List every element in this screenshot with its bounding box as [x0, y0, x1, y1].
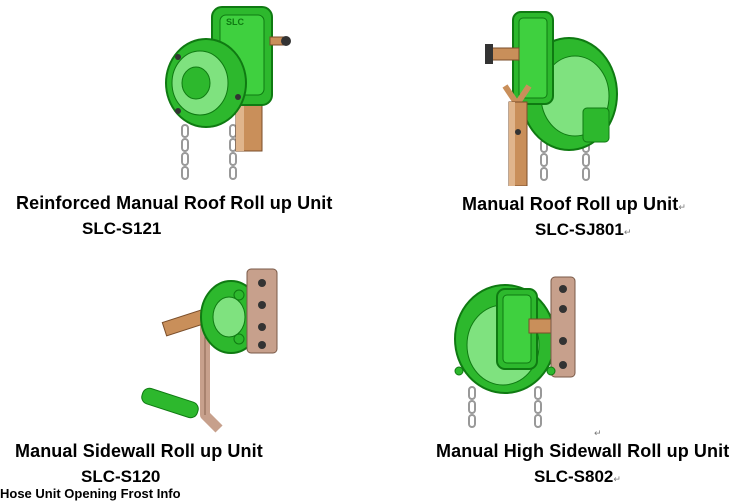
- svg-text:SLC: SLC: [226, 17, 245, 27]
- product-slc-sj801: Manual Roof Roll up Unit↵ SLC-SJ801↵: [375, 0, 750, 245]
- manual-roof-roll-up-illustration: [485, 11, 618, 186]
- stray-mark: ↵: [594, 428, 602, 438]
- product-code: SLC-S802↵: [534, 467, 621, 486]
- manual-high-sidewall-roll-up-illustration: [454, 276, 576, 428]
- reinforced-roof-roll-up-illustration: SLC: [165, 6, 291, 180]
- product-title: Manual High Sidewall Roll up Unit: [436, 441, 730, 461]
- cut-off-text: Hose Unit Opening Frost Info: [0, 486, 181, 501]
- product-title: Manual Roof Roll up Unit↵: [462, 194, 687, 214]
- product-code: SLC-SJ801↵: [535, 220, 632, 239]
- product-slc-s120: Manual Sidewall Roll up Unit SLC-S120: [0, 245, 375, 493]
- product-title: Reinforced Manual Roof Roll up Unit: [16, 193, 333, 213]
- product-code: SLC-S120: [81, 467, 161, 486]
- product-slc-s802: ↵ Manual High Sidewall Roll up Unit SLC-…: [375, 245, 750, 493]
- product-title: Manual Sidewall Roll up Unit: [15, 441, 263, 461]
- chain-icon: [468, 386, 542, 428]
- manual-sidewall-roll-up-illustration: [141, 268, 278, 433]
- product-code: SLC-S121: [82, 219, 162, 238]
- product-slc-s121: SLC Reinforced Manual Roof Roll up Unit …: [0, 0, 375, 245]
- chain-icon: [181, 124, 237, 180]
